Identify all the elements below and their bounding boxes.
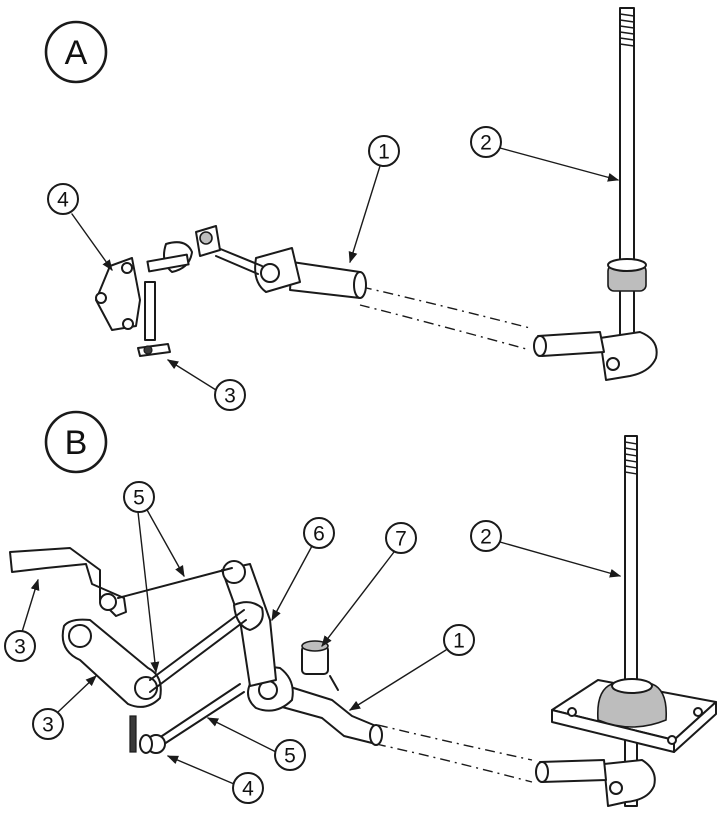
callout-b-2: 2: [470, 520, 622, 578]
svg-text:3: 3: [224, 385, 236, 408]
svg-text:7: 7: [395, 528, 407, 551]
callout-a-1: 1: [348, 135, 400, 264]
svg-text:2: 2: [480, 526, 492, 549]
panel-b: B: [4, 410, 717, 807]
callout-b-1: 1: [349, 624, 475, 711]
callout-b-3-upper: 3: [4, 578, 40, 662]
callout-b-4: 4: [166, 755, 264, 804]
svg-text:1: 1: [453, 630, 465, 653]
panel-a-label: A: [65, 34, 88, 72]
linkage-mechanism-a: [95, 225, 221, 357]
bush-b: [301, 640, 339, 691]
callout-b-3-lower: 3: [32, 675, 97, 740]
upper-bracket-b: [9, 547, 233, 617]
panel-a: A: [44, 7, 658, 411]
shift-pin-b: [129, 715, 166, 754]
panel-b-badge: [44, 410, 108, 474]
svg-text:3: 3: [14, 636, 26, 659]
lower-crank-b: [61, 609, 247, 749]
svg-text:5: 5: [284, 745, 296, 768]
callout-b-5-top: 5: [123, 481, 185, 674]
lever-arm-b: [221, 560, 277, 687]
gear-lever-a: [599, 7, 658, 381]
svg-text:5: 5: [133, 487, 145, 510]
svg-text:1: 1: [378, 141, 390, 164]
callout-b-5-lower: 5: [206, 717, 306, 771]
callout-a-2: 2: [470, 126, 620, 182]
selector-rod-a: [215, 247, 367, 299]
callout-a-4: 4: [47, 183, 113, 271]
svg-text:2: 2: [480, 132, 492, 155]
svg-text:6: 6: [313, 523, 325, 546]
panel-b-label: B: [65, 424, 88, 462]
callout-b-7: 7: [321, 522, 417, 647]
callout-b-6: 6: [271, 517, 335, 621]
svg-text:4: 4: [57, 189, 69, 212]
gear-lever-b: [551, 435, 717, 807]
panel-a-badge: [44, 20, 108, 84]
svg-text:3: 3: [42, 714, 54, 737]
svg-text:4: 4: [242, 778, 254, 801]
callout-a-3: 3: [167, 359, 246, 411]
